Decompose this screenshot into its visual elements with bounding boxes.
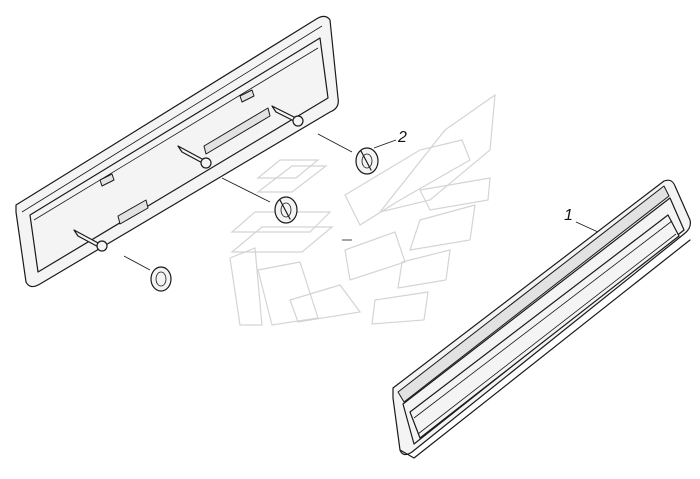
pin-upper <box>271 105 304 127</box>
cover-panel <box>392 179 691 459</box>
pin-middle <box>177 145 212 169</box>
spring-washer-middle <box>274 196 298 224</box>
callout-1: 1 <box>564 207 599 233</box>
callout-2: 2 <box>373 129 407 149</box>
callout-2-label: 2 <box>397 129 407 146</box>
pin-lower <box>73 229 108 252</box>
alignment-lines <box>123 133 353 271</box>
callout-1-label: 1 <box>564 207 573 224</box>
spring-washer-lower <box>150 266 172 292</box>
spring-washer-upper <box>355 147 379 175</box>
mounting-frame <box>15 15 339 288</box>
watermark-logo <box>229 93 496 326</box>
